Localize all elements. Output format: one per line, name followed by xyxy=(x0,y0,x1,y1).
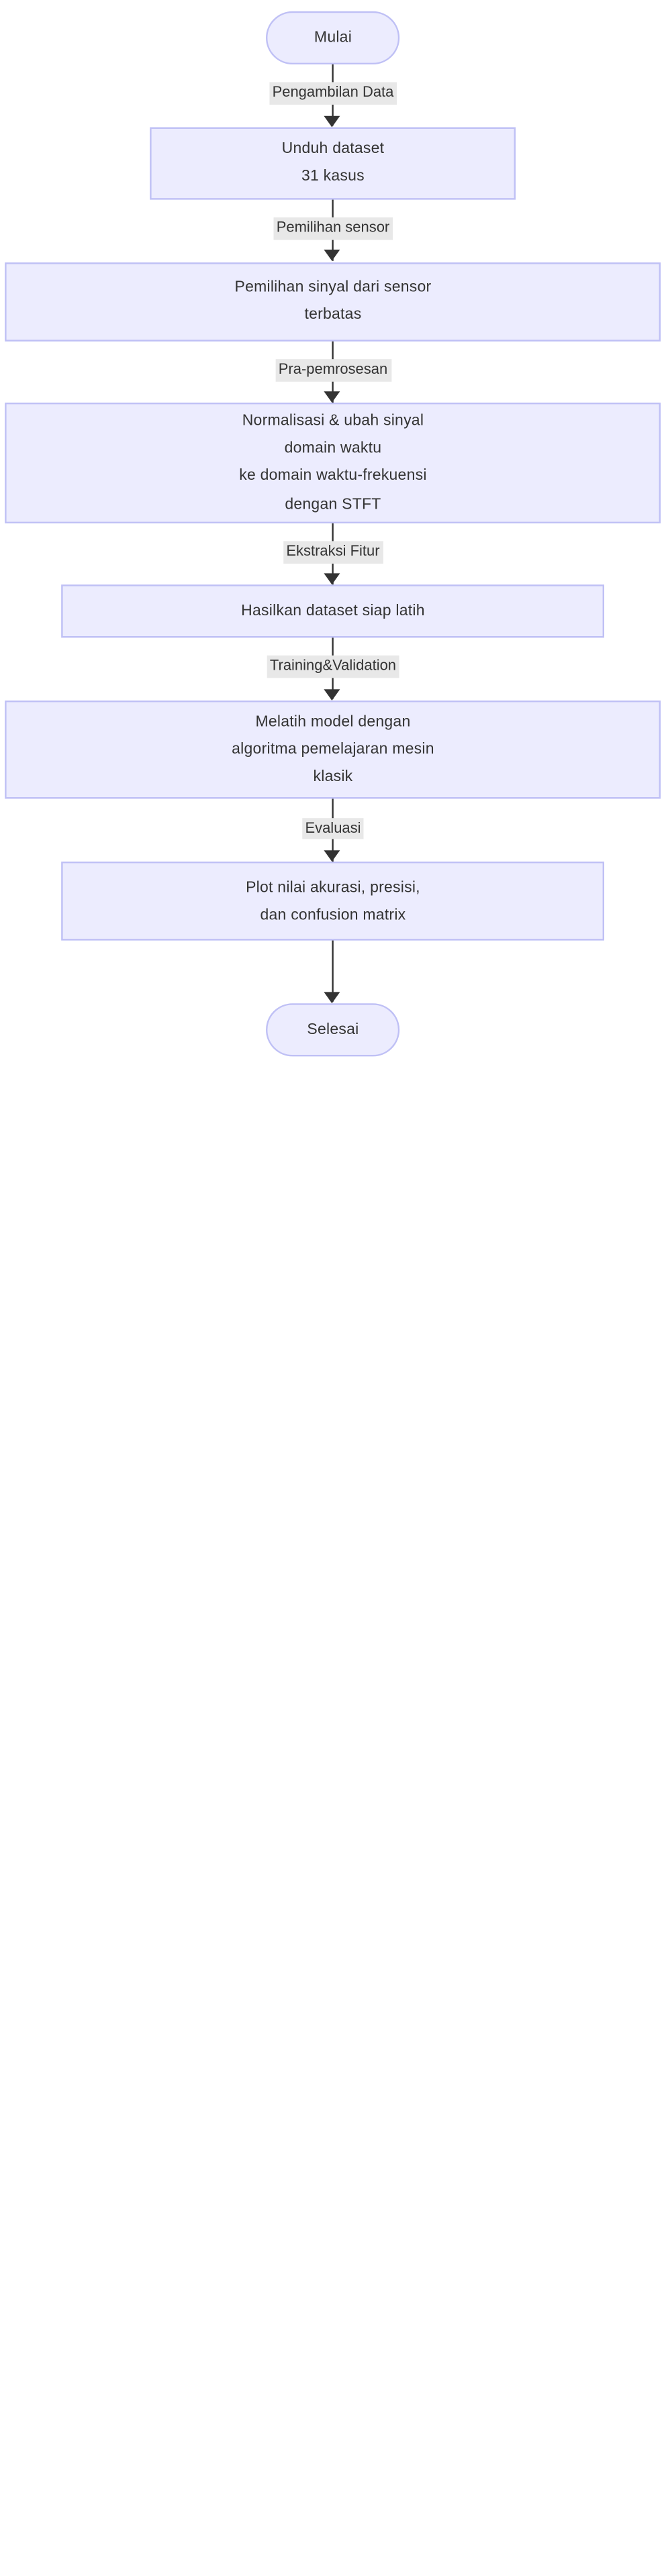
node-mulai-label: Mulai xyxy=(314,28,352,47)
node-normalisasi-stft-label: Normalisasi & ubah sinyal domain waktu k… xyxy=(239,413,427,513)
edge-label-training-validation: Training&Validation xyxy=(266,655,400,678)
node-normalisasi-stft[interactable]: Normalisasi & ubah sinyal domain waktu k… xyxy=(5,403,661,523)
node-pemilihan-sinyal[interactable]: Pemilihan sinyal dari sensor terbatas xyxy=(5,262,661,341)
node-mulai[interactable]: Mulai xyxy=(266,10,400,64)
arrowhead-plot xyxy=(324,849,341,862)
edge-label-pemilihan-sensor: Pemilihan sensor xyxy=(273,217,393,240)
arrowhead-normalisasi xyxy=(324,391,341,403)
arrowhead-unduh xyxy=(324,115,341,127)
node-hasilkan-dataset[interactable]: Hasilkan dataset siap latih xyxy=(61,584,604,637)
edge-label-ekstraksi-fitur: Ekstraksi Fitur xyxy=(283,540,383,563)
node-selesai[interactable]: Selesai xyxy=(266,1002,400,1057)
arrowhead-selesai xyxy=(324,991,341,1003)
connector-plot-selesai xyxy=(332,940,334,1002)
arrowhead-hasilkan xyxy=(324,574,341,585)
node-unduh-dataset-label: Unduh dataset 31 kasus xyxy=(281,140,385,186)
arrowhead-melatih xyxy=(324,688,341,700)
edge-label-pra-pemrosesan: Pra-pemrosesan xyxy=(275,359,391,382)
node-plot-metrik[interactable]: Plot nilai akurasi, presisi, dan confusi… xyxy=(61,862,604,941)
edge-label-evaluasi: Evaluasi xyxy=(301,817,365,839)
node-selesai-label: Selesai xyxy=(307,1021,359,1039)
node-plot-metrik-label: Plot nilai akurasi, presisi, dan confusi… xyxy=(246,878,420,924)
node-pemilihan-sinyal-label: Pemilihan sinyal dari sensor terbatas xyxy=(234,278,432,324)
arrowhead-pemilihan xyxy=(324,250,341,262)
edge-label-pengambilan-data: Pengambilan Data xyxy=(269,83,397,105)
node-hasilkan-dataset-label: Hasilkan dataset siap latih xyxy=(241,602,425,621)
node-melatih-model[interactable]: Melatih model dengan algoritma pemelajar… xyxy=(5,699,661,799)
node-melatih-model-label: Melatih model dengan algoritma pemelajar… xyxy=(232,713,434,786)
node-unduh-dataset[interactable]: Unduh dataset 31 kasus xyxy=(150,127,516,199)
